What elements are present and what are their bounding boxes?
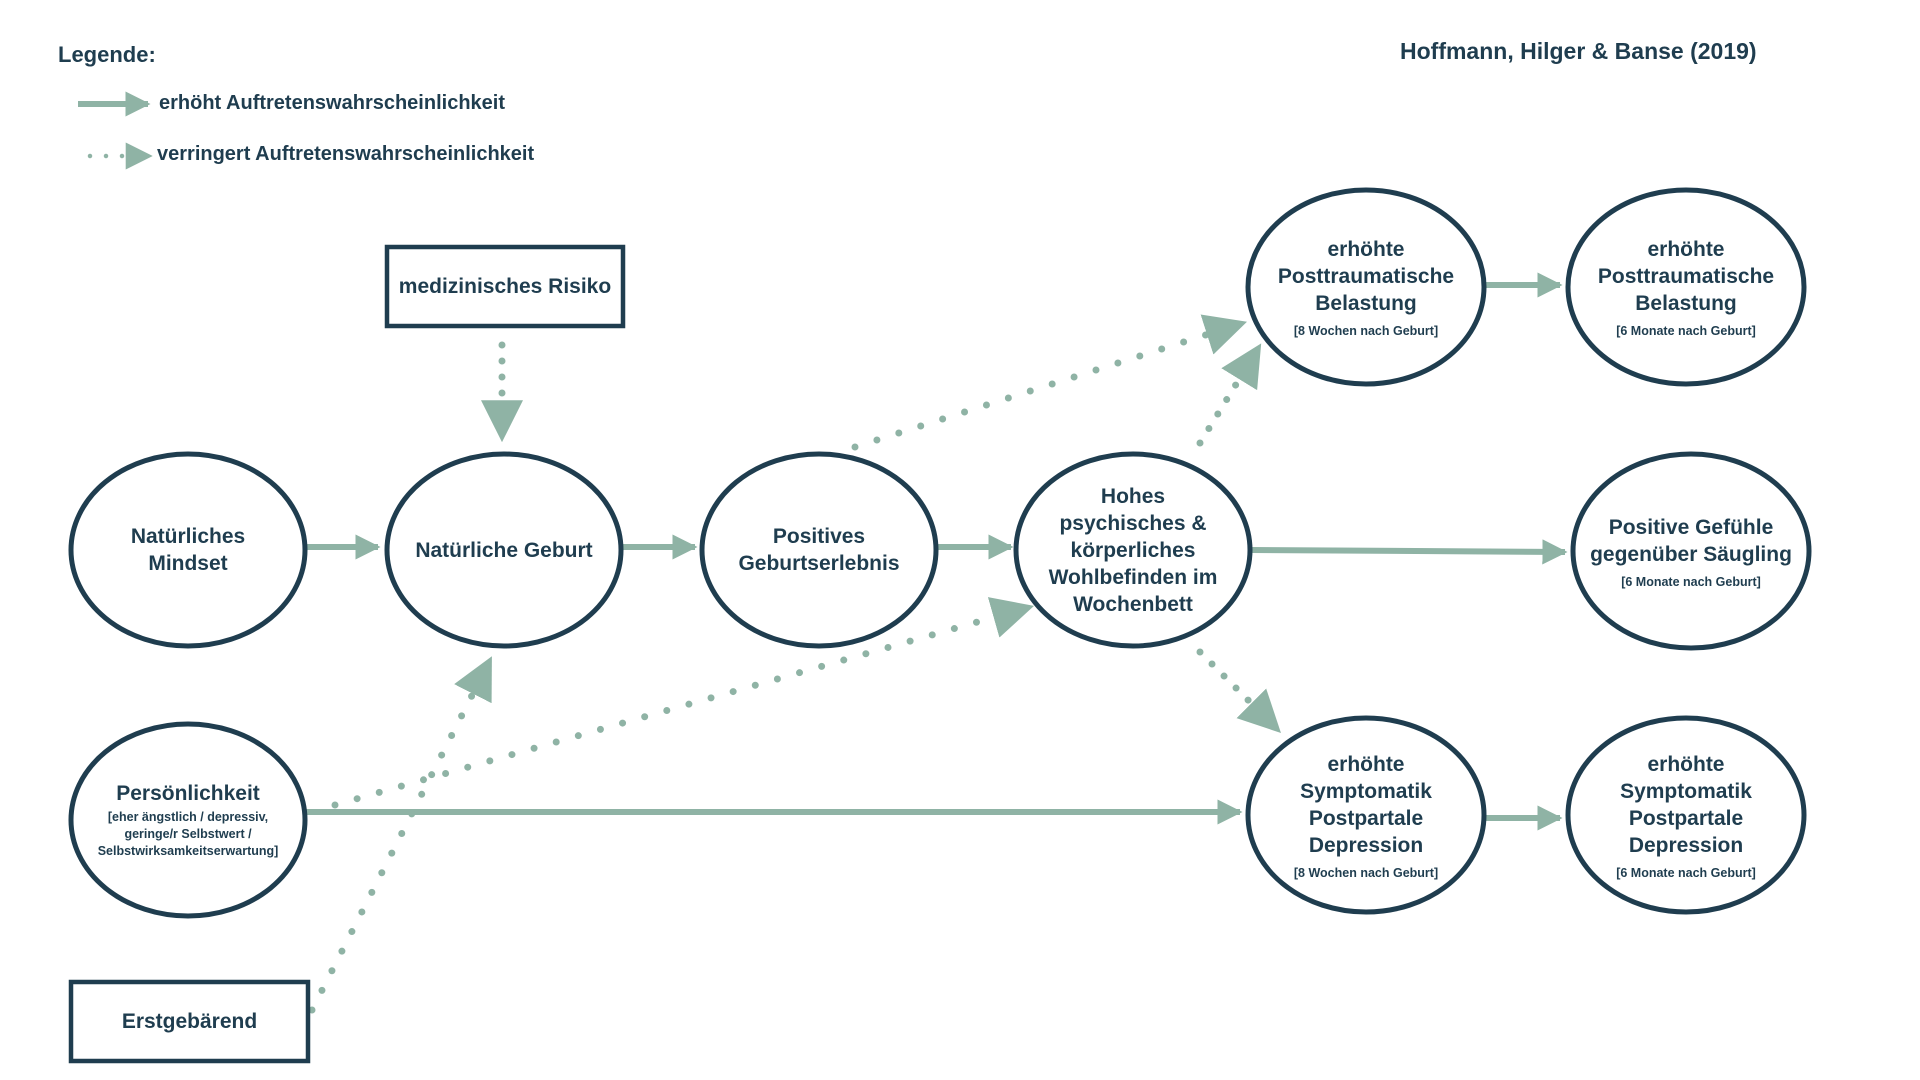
edge-wohlbefinden-ptsd8 <box>1196 343 1263 447</box>
node-shape-ppd6 <box>1565 715 1807 915</box>
node-shape-mindset <box>68 451 308 649</box>
node-medizinisches-risiko: medizinisches Risiko <box>387 247 623 326</box>
node-erstgebaerend: Erstgebärend <box>71 982 308 1061</box>
node-subtitle: [6 Monate nach Geburt] <box>1616 865 1756 880</box>
node-shape-geburt <box>384 451 624 649</box>
node-subtitle: [8 Wochen nach Geburt] <box>1293 324 1439 338</box>
legend-item-solid: erhöht Auftretenswahrscheinlichkeit <box>159 92 505 115</box>
node-title: Hohes psychisches & körperliches Wohlbef… <box>1048 484 1218 616</box>
node-subtitle: [6 Monate nach Geburt] <box>1621 574 1761 589</box>
node-shape-wohlbefinden <box>1013 451 1253 649</box>
node-persoenlichkeit: Persönlichkeit [eher ängstlich / depress… <box>75 728 301 912</box>
legend-label-dotted: verringert Auftretenswahrscheinlichkeit <box>157 143 535 165</box>
legend-item-dotted: verringert Auftretenswahrscheinlichkeit <box>157 143 534 166</box>
node-shape-persoenlichkeit <box>68 721 308 919</box>
edge-erstgebaerend-geburt <box>308 656 494 1014</box>
node-shape-ppd8 <box>1245 715 1487 915</box>
node-title: Persönlichkeit <box>116 782 260 805</box>
node-subtitle: [8 Wochen nach Geburt] <box>1293 865 1439 880</box>
node-natuerliches-mindset: Natürliches Mindset <box>75 458 301 642</box>
legend-label-solid: erhöht Auftretenswahrscheinlichkeit <box>159 92 505 114</box>
edge-positives-ptsd8 <box>851 314 1248 451</box>
node-title: Natürliche Geburt <box>415 538 593 562</box>
node-title: medizinisches Risiko <box>398 275 612 298</box>
node-subtitle: [6 Monate nach Geburt] <box>1616 324 1756 338</box>
node-shape-ptsd8 <box>1245 187 1487 387</box>
edge-wohlbefinden-ppd8 <box>1196 648 1282 734</box>
node-shape-gefuehle <box>1570 451 1812 651</box>
node-title: Natürliches Mindset <box>130 525 246 575</box>
node-title: Positive Gefühle gegenüber Säugling <box>1590 515 1792 566</box>
node-ppd-8-wochen: erhöhte Symptomatik Postpartale Depressi… <box>1252 724 1480 908</box>
node-title: erhöhte Posttraumatische Belastung <box>1597 238 1775 315</box>
node-title: erhöhte Posttraumatische Belastung <box>1277 238 1455 315</box>
node-shape-erstgebaerend <box>68 979 311 1064</box>
node-title: erhöhte Symptomatik Postpartale Depressi… <box>1620 752 1752 857</box>
node-positives-geburtserlebnis: Positives Geburtserlebnis <box>706 458 932 642</box>
node-title: erhöhte Symptomatik Postpartale Depressi… <box>1300 752 1432 857</box>
node-title: Positives Geburtserlebnis <box>738 525 900 575</box>
node-subtitle: [eher ängstlich / depressiv, geringe/r S… <box>97 810 279 858</box>
citation: Hoffmann, Hilger & Banse (2019) <box>1400 38 1757 64</box>
node-wohlbefinden: Hohes psychisches & körperliches Wohlbef… <box>1020 458 1246 642</box>
node-shape-positives <box>699 451 939 649</box>
edge-wohlbefinden-gefuehle <box>1250 539 1568 565</box>
node-shape-risiko <box>384 244 626 329</box>
legend-title: Legende: <box>58 42 156 67</box>
node-ppd-6-monate: erhöhte Symptomatik Postpartale Depressi… <box>1572 724 1800 908</box>
node-natuerliche-geburt: Natürliche Geburt <box>391 458 617 642</box>
node-title: Erstgebärend <box>121 1010 258 1033</box>
node-positive-gefuehle: Positive Gefühle gegenüber Säugling [6 M… <box>1577 460 1805 644</box>
node-shape-ptsd6 <box>1565 187 1807 387</box>
node-ptsd-8-wochen: erhöhte Posttraumatische Belastung [8 Wo… <box>1252 196 1480 380</box>
node-ptsd-6-monate: erhöhte Posttraumatische Belastung [6 Mo… <box>1572 196 1800 380</box>
